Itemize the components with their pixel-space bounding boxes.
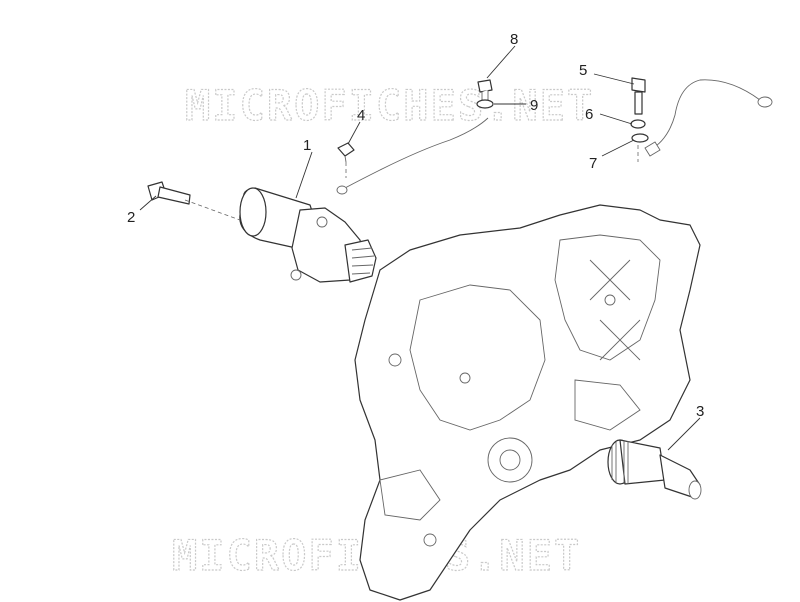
leader-8 [486, 45, 516, 79]
callout-9: 9 [530, 97, 538, 114]
leader-6 [599, 113, 633, 125]
leader-7 [601, 139, 635, 157]
bolt-part-5 [631, 77, 646, 115]
bolt-part-2 [147, 181, 191, 205]
callout-4: 4 [357, 107, 365, 124]
crankcase-housing [354, 204, 701, 601]
starter-cable [344, 117, 489, 189]
leader-2 [139, 195, 157, 211]
starter-drive-part-3 [607, 439, 702, 500]
screw-part-4 [337, 142, 355, 163]
callout-5: 5 [579, 62, 587, 79]
leader-4 [347, 121, 361, 145]
callout-3: 3 [696, 403, 704, 420]
battery-cable [649, 79, 761, 151]
callout-6: 6 [585, 106, 593, 123]
watermark-top: MICROFICHES.NET [185, 81, 594, 130]
callout-7: 7 [589, 155, 597, 172]
leader-3 [667, 417, 701, 451]
starter-motor [239, 187, 377, 283]
leader-1 [295, 151, 313, 199]
callout-8: 8 [510, 31, 518, 48]
callout-2: 2 [127, 209, 135, 226]
leader-5 [593, 73, 635, 85]
bolt-part-8 [477, 79, 493, 101]
washer-part-7 [631, 133, 649, 143]
callout-1: 1 [303, 137, 311, 154]
washer-part-6 [630, 119, 646, 129]
washer-part-9 [476, 99, 494, 109]
